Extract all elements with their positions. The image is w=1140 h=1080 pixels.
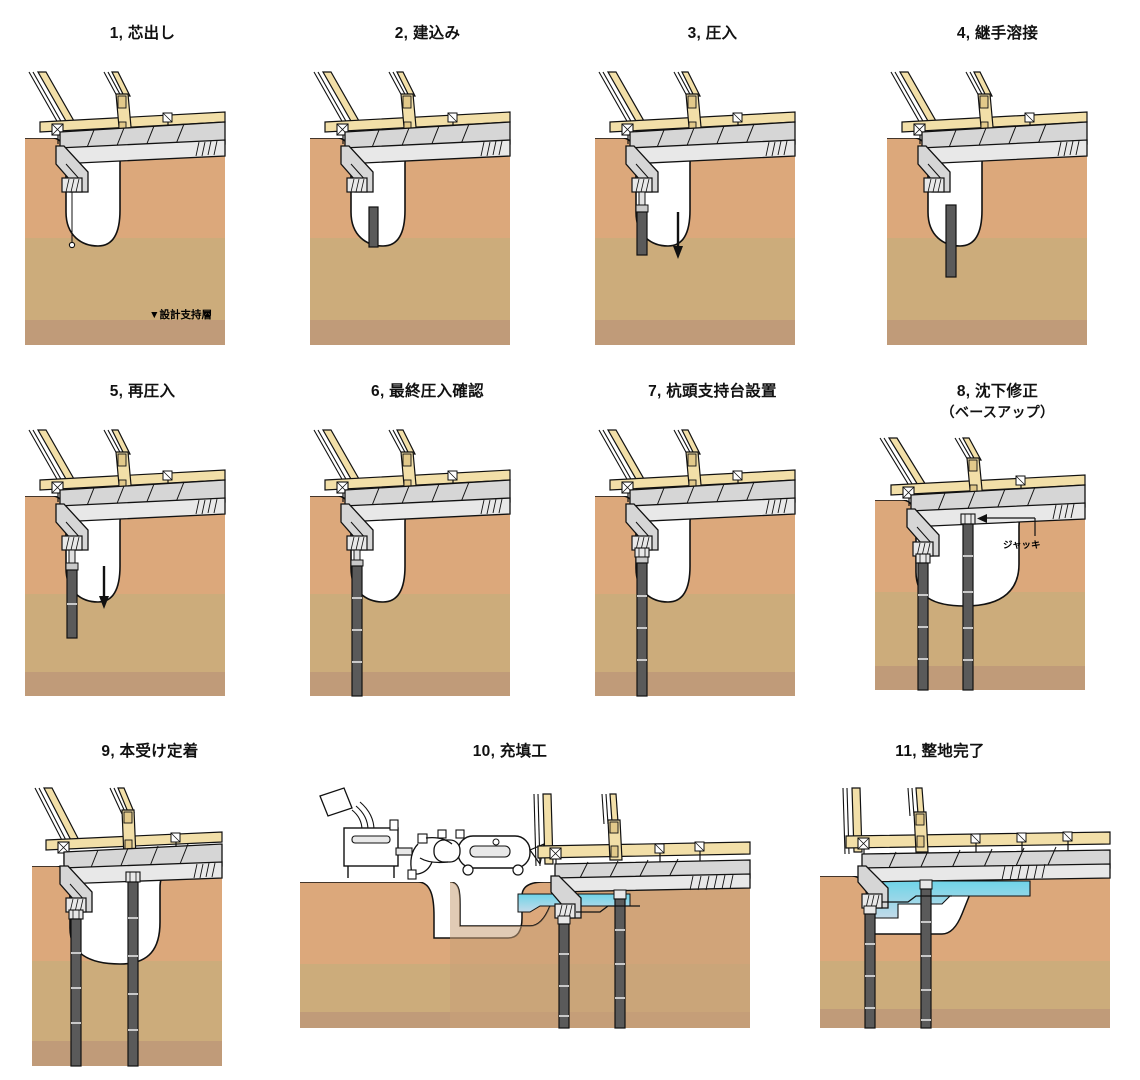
panel-2-figure [310,71,511,345]
panel-8: 8, 沈下修正 （ベースアップ） [855,370,1140,715]
panel-8-figure: ジャッキ [875,437,1086,691]
panel-5-title: 5, 再圧入 [109,383,176,400]
concrete-slab [340,479,511,551]
panel-11: 11, 整地完了 [790,730,1140,1029]
panel-10: 10, 充填工 [300,730,790,1029]
concrete-slab [340,121,511,193]
panel-3: 3, 圧入 [570,0,855,360]
panel-1-figure: ▼設計支持層 [25,71,226,345]
panel-2-title: 2, 建込み [394,25,461,42]
pile-right-with-jack [960,513,976,691]
panel-9-figure [32,787,223,1067]
press-down-arrow [99,566,109,609]
panel-6: 6, 最終圧入確認 [285,370,570,715]
concrete-slab [906,484,1086,557]
pile-full [350,549,364,697]
bearing-layer-label: ▼設計支持層 [149,308,212,321]
panel-11-figure [820,787,1111,1029]
panel-10-title: 10, 充填工 [472,743,548,760]
panel-4: 4, 継手溶接 [855,0,1140,360]
panel-8-title-sub: （ベースアップ） [940,403,1055,420]
panel-3-figure [595,71,796,345]
concrete-slab [55,479,226,551]
panel-4-title: 4, 継手溶接 [956,25,1039,42]
concrete-slab [857,846,1111,909]
pile-left [915,553,931,691]
timber-frame [34,787,223,866]
pile-right [125,871,141,1067]
jack-callout: ジャッキ [977,514,1041,551]
pile-head-support [634,547,650,697]
panel-9-title: 9, 本受け定着 [101,743,199,760]
pile-right [919,879,933,1029]
grout-fill [874,880,1031,919]
base-plate [882,895,952,903]
panel-7-title: 7, 杭頭支持台設置 [648,383,777,400]
concrete-slab [550,858,751,919]
panel-9: 9, 本受け定着 [0,730,300,1080]
panel-8-title: 8, 沈下修正 （ベースアップ） [855,382,1140,422]
pile-right [613,889,627,1029]
jack-label: ジャッキ [1003,540,1041,551]
panel-1-title: 1, 芯出し [109,25,176,42]
panel-5: 5, 再圧入 [0,370,285,715]
concrete-slab [917,121,1088,193]
panel-8-title-main: 8, 沈下修正 [956,383,1039,400]
pile-segment [368,206,379,248]
soil-body [25,138,225,345]
panel-10-figure [300,787,751,1029]
base-plate [576,905,640,913]
panel-6-figure [310,429,511,697]
panel-4-figure [887,71,1088,345]
pile-left [557,915,571,1029]
timber-frame [598,71,796,146]
concrete-slab [625,479,796,551]
timber-frame [313,429,511,504]
concrete-slab [59,843,223,913]
panel-2: 2, 建込み [285,0,570,360]
grout-mixer [343,819,413,878]
timber-frame [533,793,751,874]
panel-5-figure [25,429,226,696]
jack-and-pile [635,191,649,256]
timber-frame [598,429,796,504]
panel-7-figure [595,429,796,697]
pile-left [68,909,84,1067]
panel-7: 7, 杭頭支持台設置 [570,370,855,715]
panel-1: 1, 芯出し [0,0,285,360]
press-down-arrow [673,212,683,259]
panel-11-title: 11, 整地完了 [895,743,985,760]
panel-6-title: 6, 最終圧入確認 [371,383,484,400]
concrete-slab [625,121,796,193]
soil-body [300,882,750,1028]
jack-and-pile [65,549,79,639]
timber-frame [842,787,1111,864]
plumb-bob [68,192,76,249]
panel-3-title: 3, 圧入 [687,25,738,42]
concrete-slab [55,121,226,193]
pile-segment [945,204,957,278]
pile-left [863,905,877,1029]
grout-pump [407,829,545,880]
cement-bag-icon [319,787,375,831]
